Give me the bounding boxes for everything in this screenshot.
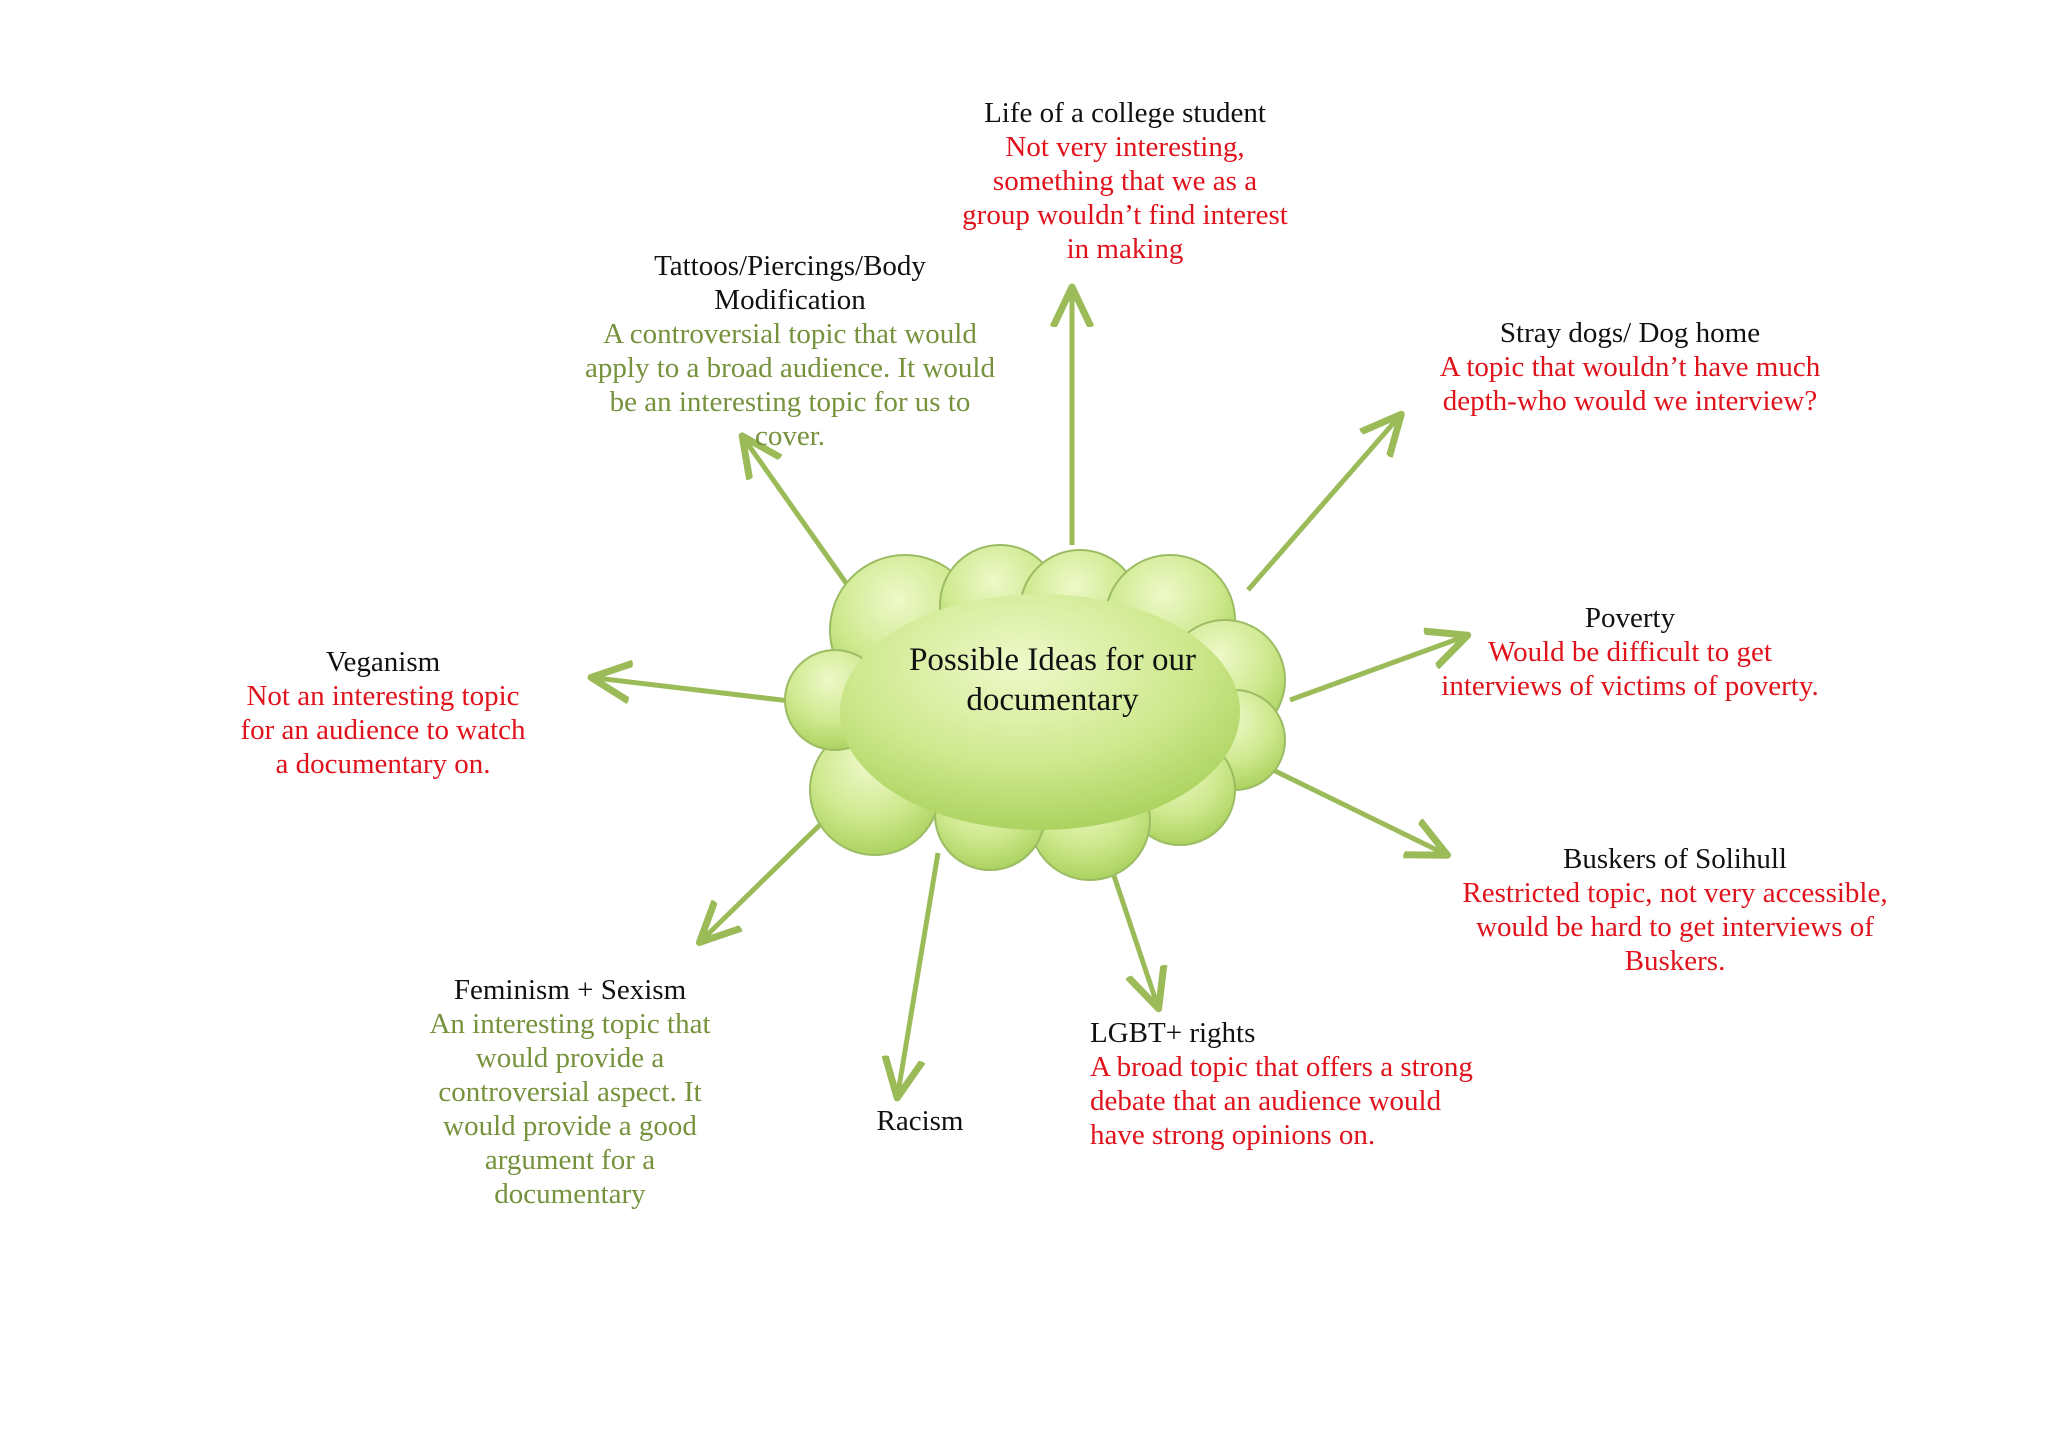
arrow-buskers bbox=[1269, 766, 1443, 853]
idea-feminism: Feminism + Sexism An interesting topic t… bbox=[380, 973, 760, 1211]
idea-poverty: Poverty Would be difficult to get interv… bbox=[1420, 601, 1840, 703]
idea-title: Life of a college student bbox=[984, 97, 1266, 129]
arrow-veganism bbox=[596, 678, 791, 701]
idea-comment: A topic that wouldn’t have much depth-wh… bbox=[1439, 351, 1821, 417]
idea-title: LGBT+ rights bbox=[1090, 1017, 1256, 1049]
idea-comment: Restricted topic, not very accessible, w… bbox=[1462, 877, 1888, 977]
idea-lgbt: LGBT+ rights A broad topic that offers a… bbox=[1090, 1016, 1500, 1152]
idea-comment: A broad topic that offers a strong debat… bbox=[1090, 1051, 1473, 1151]
idea-comment: Not very interesting, something that we … bbox=[962, 131, 1288, 265]
idea-comment: Not an interesting topic for an audience… bbox=[240, 680, 526, 780]
idea-title: Poverty bbox=[1584, 602, 1676, 634]
central-cloud bbox=[784, 544, 1286, 881]
idea-veganism: Veganism Not an interesting topic for an… bbox=[228, 645, 538, 781]
idea-college-student: Life of a college student Not very inter… bbox=[925, 96, 1325, 266]
idea-comment: A controversial topic that would apply t… bbox=[585, 318, 995, 452]
idea-title: Racism bbox=[876, 1105, 964, 1137]
idea-racism: Racism bbox=[840, 1104, 1000, 1138]
central-topic-label: Possible Ideas for our documentary bbox=[909, 642, 1196, 718]
idea-title: Buskers of Solihull bbox=[1563, 843, 1787, 875]
idea-tattoos: Tattoos/Piercings/Body Modification A co… bbox=[585, 249, 995, 453]
connector-arrows bbox=[596, 292, 1463, 1093]
arrow-racism bbox=[898, 852, 941, 1093]
idea-buskers: Buskers of Solihull Restricted topic, no… bbox=[1435, 842, 1915, 978]
idea-title: Stray dogs/ Dog home bbox=[1499, 317, 1761, 349]
arrow-tattoos bbox=[745, 440, 854, 592]
idea-title: Veganism bbox=[325, 646, 441, 678]
arrow-feminism bbox=[703, 813, 832, 939]
idea-stray-dogs: Stray dogs/ Dog home A topic that wouldn… bbox=[1420, 316, 1840, 418]
arrow-poverty bbox=[1289, 637, 1463, 703]
idea-title: Feminism + Sexism bbox=[453, 974, 687, 1006]
idea-comment: An interesting topic that would provide … bbox=[429, 1008, 711, 1210]
idea-title: Tattoos/Piercings/Body Modification bbox=[654, 250, 926, 316]
arrow-stray-dogs bbox=[1246, 418, 1398, 592]
idea-comment: Would be difficult to get interviews of … bbox=[1441, 636, 1819, 702]
